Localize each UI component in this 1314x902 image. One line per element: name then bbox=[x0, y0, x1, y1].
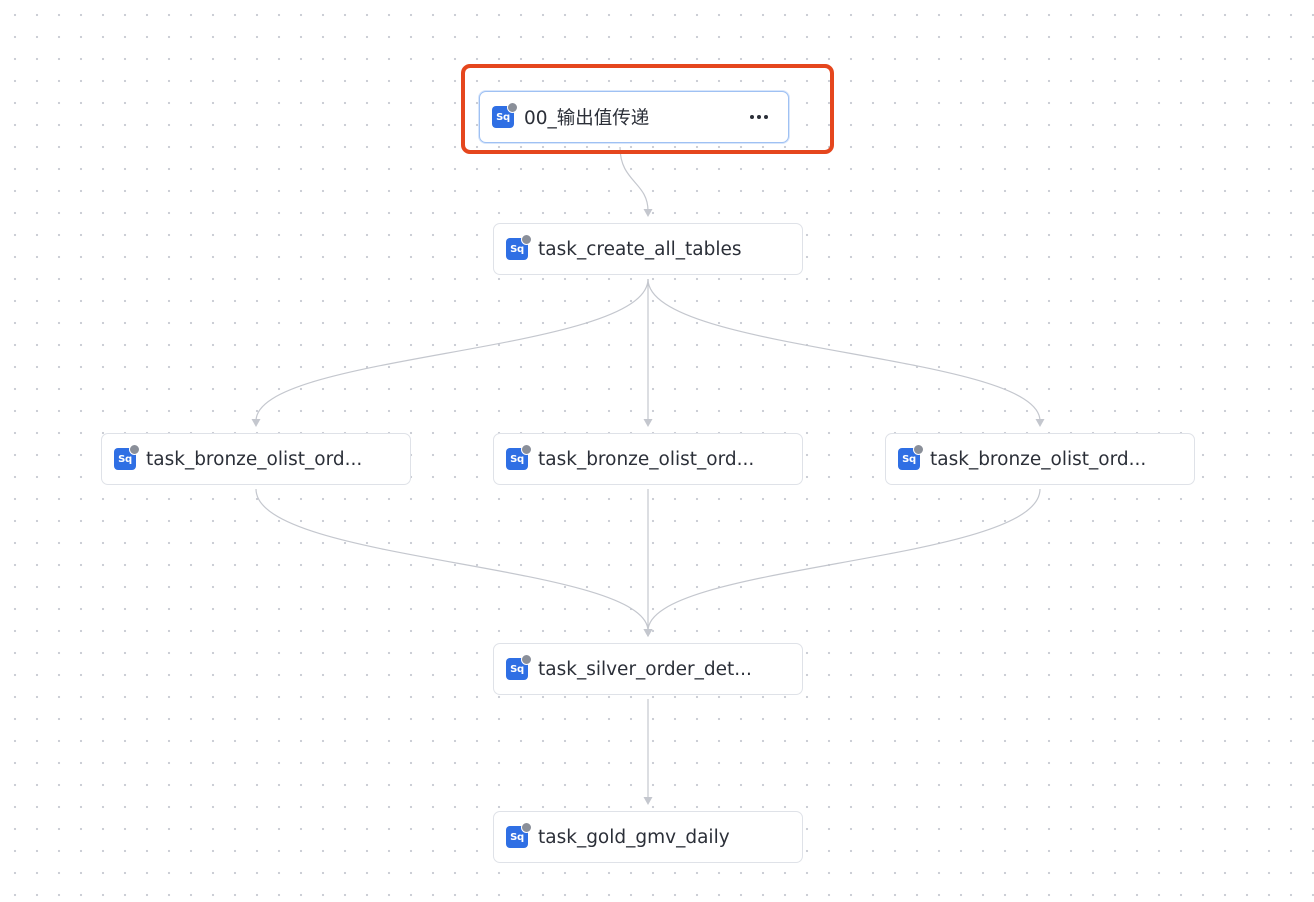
task-node-label: task_bronze_olist_ord... bbox=[538, 448, 755, 470]
task-node-label: task_create_all_tables bbox=[538, 238, 742, 260]
status-dot-icon bbox=[521, 654, 532, 665]
task-node-silver-order-detail[interactable]: Sq task_silver_order_det... bbox=[493, 643, 803, 695]
sql-task-icon: Sq bbox=[506, 822, 532, 848]
status-dot-icon bbox=[507, 102, 518, 113]
task-node-bronze-2[interactable]: Sq task_bronze_olist_ord... bbox=[493, 433, 803, 485]
dag-edge bbox=[619, 146, 649, 212]
dag-edge-arrowhead bbox=[643, 209, 653, 217]
dag-edge-arrowhead bbox=[251, 419, 261, 427]
dag-edge bbox=[647, 278, 1041, 422]
task-node-label: task_gold_gmv_daily bbox=[538, 826, 730, 848]
sql-task-icon: Sq bbox=[506, 654, 532, 680]
dag-edge-arrowhead bbox=[1035, 419, 1045, 427]
status-dot-icon bbox=[129, 444, 140, 455]
status-dot-icon bbox=[521, 444, 532, 455]
task-node-bronze-1[interactable]: Sq task_bronze_olist_ord... bbox=[101, 433, 411, 485]
task-node-label: 00_输出值传递 bbox=[524, 108, 650, 129]
task-node-label: task_silver_order_det... bbox=[538, 658, 752, 680]
dag-edge bbox=[255, 488, 649, 632]
status-dot-icon bbox=[521, 822, 532, 833]
dag-edge-arrowhead bbox=[643, 797, 653, 805]
task-node-bronze-3[interactable]: Sq task_bronze_olist_ord... bbox=[885, 433, 1195, 485]
sql-task-icon: Sq bbox=[898, 444, 924, 470]
dag-edge bbox=[255, 278, 649, 422]
task-node-gold-gmv-daily[interactable]: Sq task_gold_gmv_daily bbox=[493, 811, 803, 863]
task-node-output-value-pass[interactable]: Sq 00_输出值传递 bbox=[479, 91, 789, 143]
sql-task-icon: Sq bbox=[506, 234, 532, 260]
sql-task-icon: Sq bbox=[492, 102, 518, 128]
status-dot-icon bbox=[521, 234, 532, 245]
dag-edge-arrowhead bbox=[643, 419, 653, 427]
dag-edge bbox=[647, 488, 1041, 632]
sql-task-icon: Sq bbox=[506, 444, 532, 470]
task-node-create-all-tables[interactable]: Sq task_create_all_tables bbox=[493, 223, 803, 275]
task-node-label: task_bronze_olist_ord... bbox=[146, 448, 363, 470]
sql-task-icon: Sq bbox=[114, 444, 140, 470]
status-dot-icon bbox=[913, 444, 924, 455]
dag-edge-arrowhead bbox=[643, 629, 653, 637]
more-horizontal-icon[interactable] bbox=[744, 105, 774, 129]
task-node-label: task_bronze_olist_ord... bbox=[930, 448, 1147, 470]
